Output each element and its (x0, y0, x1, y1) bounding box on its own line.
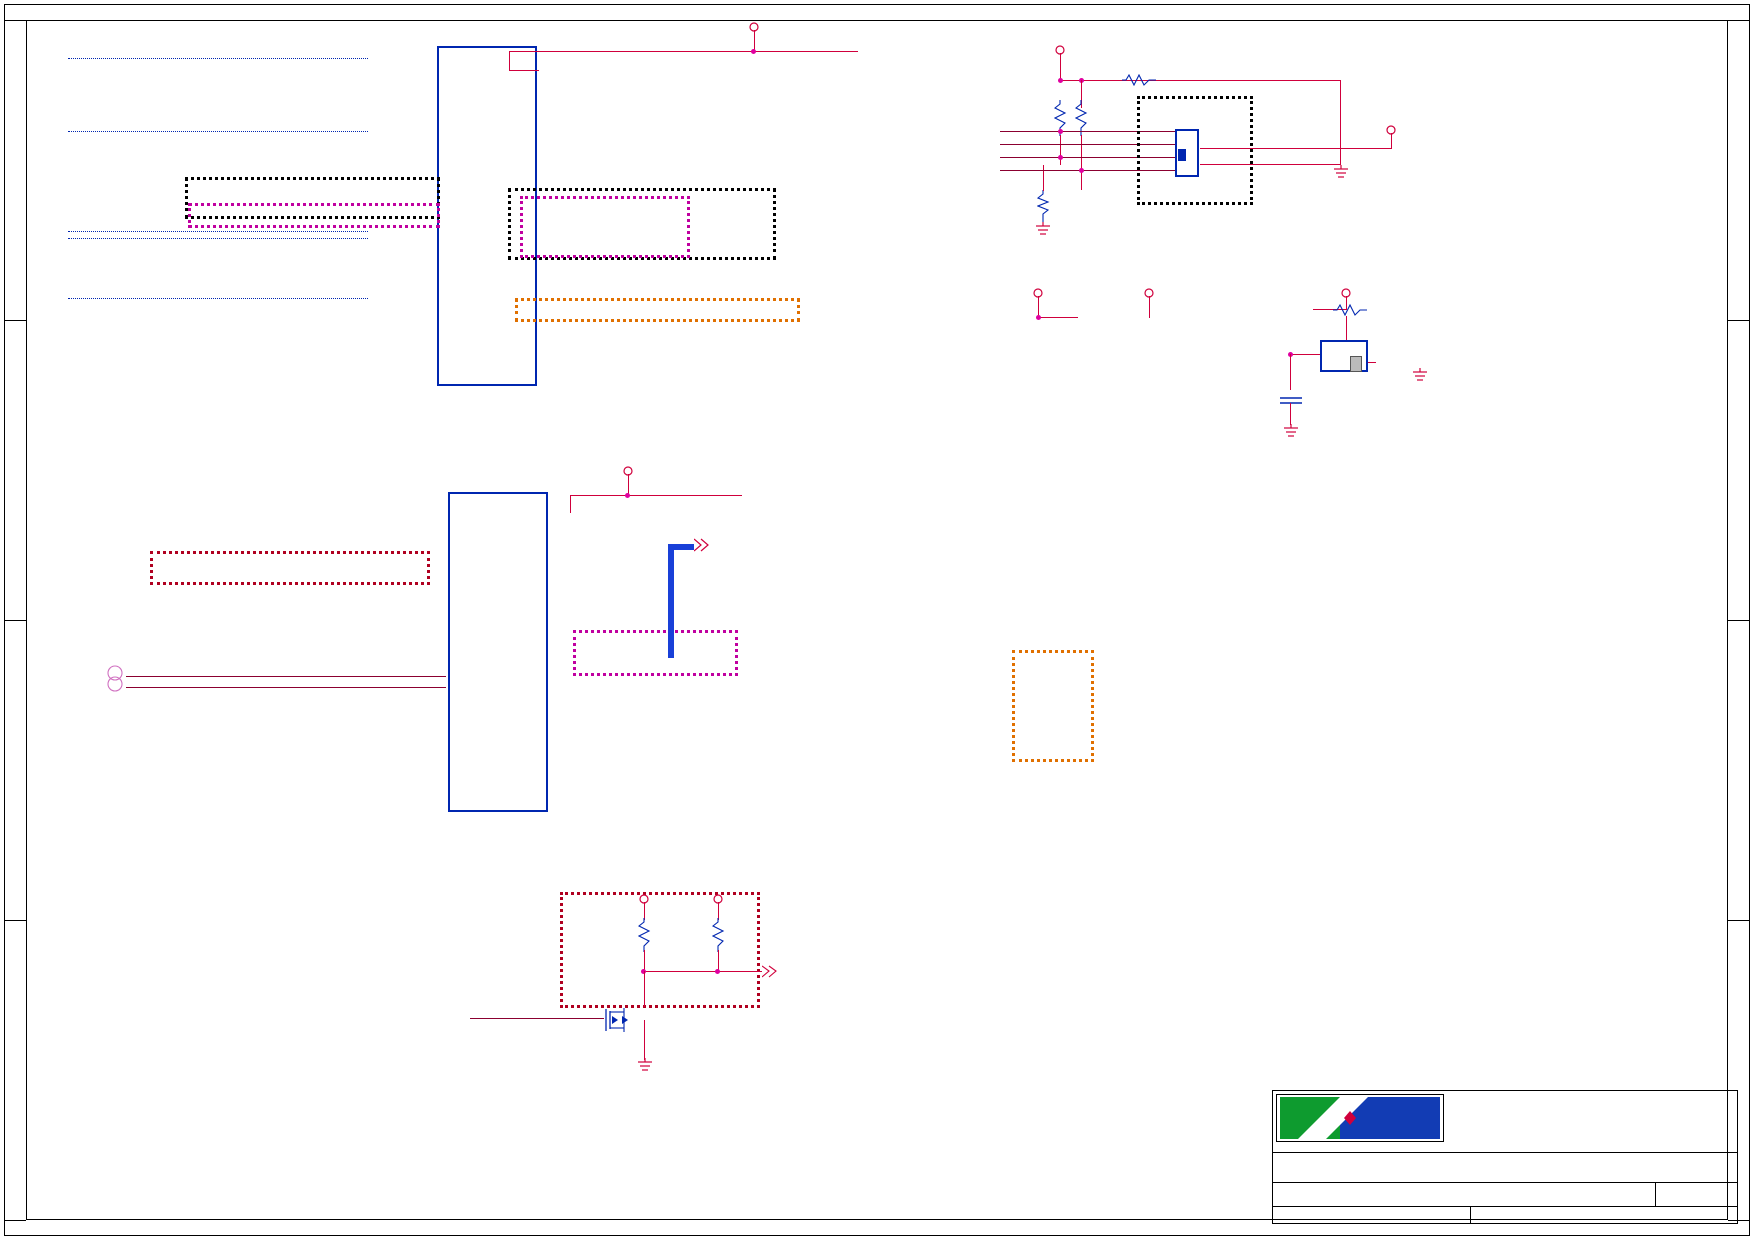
chip-body-u27b (448, 492, 548, 812)
logo-nexcom-mark (1298, 1097, 1368, 1139)
ground-symbol-m16b (638, 1058, 652, 1071)
revision-box-20130426 (515, 298, 800, 322)
revision-box-20130425 (508, 188, 776, 260)
resistor-symbol-r492 (1037, 190, 1050, 222)
resistor-symbol-r478 (1122, 74, 1156, 86)
ground-symbol-jtag (1334, 165, 1348, 178)
resistor-symbol-r775 (712, 918, 725, 952)
resistor-symbol-r393 (1333, 303, 1367, 316)
resistor-symbol-r1028 (638, 918, 651, 952)
mv-table-caption (24, 1045, 33, 1076)
resistor-symbol-r473 (1054, 100, 1067, 136)
logo-frame (1276, 1094, 1444, 1142)
revision-box-20130424 (573, 630, 738, 676)
ground-symbol-c307 (1284, 424, 1298, 437)
ground-symbol-r492 (1036, 222, 1050, 235)
revision-box-u27b-20130426 (150, 551, 430, 585)
title-block (1272, 1090, 1738, 1224)
revision-box-phy (560, 892, 760, 1008)
revision-box-20130422 (1137, 96, 1253, 205)
ground-symbol-xtal (1413, 368, 1427, 381)
capacitor-symbol-c307 (1280, 397, 1302, 404)
mosfet-symbol-m16b (605, 1008, 628, 1032)
resistor-symbol-r445 (1075, 100, 1088, 136)
revision-box-tp117 (188, 203, 440, 228)
sheet-border-inner (26, 20, 1728, 1220)
revision-box-tp-group (520, 196, 690, 258)
revision-box-vertical (1012, 650, 1094, 762)
testpoint-symbol-tp24 (107, 665, 123, 692)
revision-box-20130417 (185, 177, 440, 219)
bus-arrow-irq (694, 538, 709, 552)
bus-arrow-phy-reset (762, 965, 777, 978)
